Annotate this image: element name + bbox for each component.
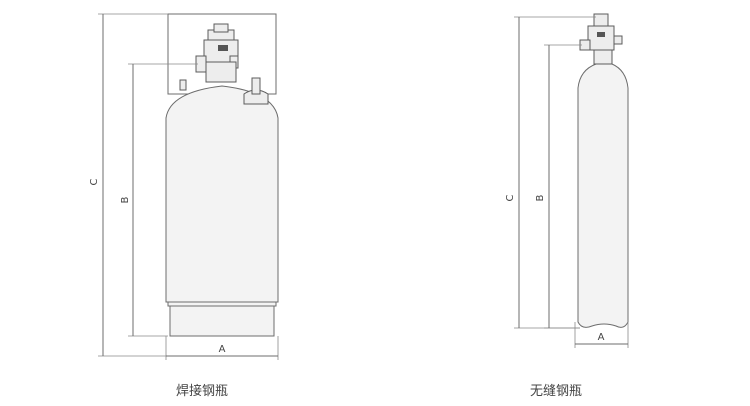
welded-dim-b-label: B — [120, 196, 131, 203]
seamless-valve-gauge — [613, 35, 623, 45]
welded-dim-a-label: A — [219, 344, 226, 355]
seamless-body — [577, 63, 629, 328]
seamless-dim-a-label: A — [598, 332, 605, 343]
welded-dim-c-label: C — [89, 178, 100, 185]
welded-valve-label-chip — [218, 45, 228, 51]
welded-valve-top — [213, 23, 229, 33]
welded-base-ring — [167, 301, 277, 307]
welded-cylinder-caption: 焊接钢瓶 — [175, 384, 228, 399]
seamless-dim-c-label: C — [505, 194, 516, 201]
welded-body — [165, 85, 279, 303]
welded-cylinder-drawing: C B A — [89, 13, 279, 360]
seamless-valve-body — [587, 25, 615, 51]
seamless-valve-label-chip — [597, 32, 605, 37]
seamless-dim-b-label: B — [535, 194, 546, 201]
welded-base-skirt — [169, 305, 275, 337]
seamless-valve-neck — [593, 49, 613, 65]
welded-safety-stem — [251, 77, 261, 95]
seamless-cylinder-caption: 无缝钢瓶 — [529, 384, 582, 399]
welded-valve-neck — [205, 61, 237, 83]
seamless-valve-top — [593, 13, 609, 27]
seamless-cylinder-drawing: C B A — [505, 13, 629, 348]
welded-shoulder-fitting — [179, 79, 187, 91]
